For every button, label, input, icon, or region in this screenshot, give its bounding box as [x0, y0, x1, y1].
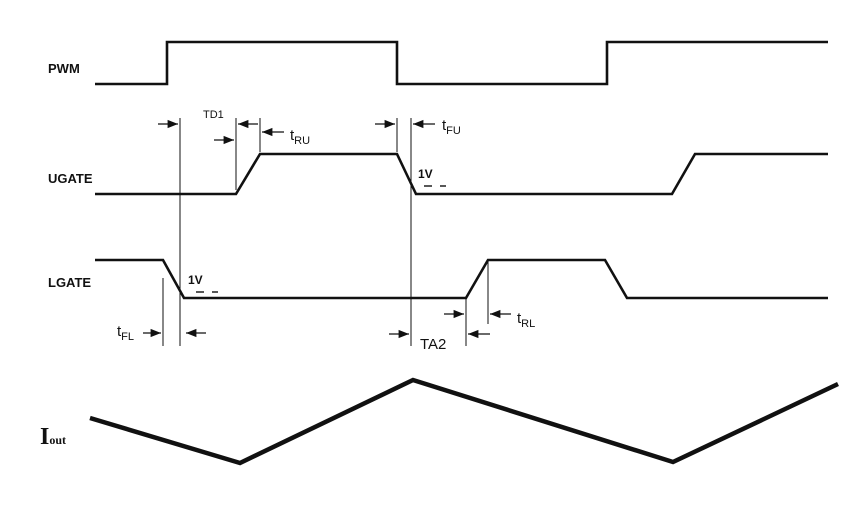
- iout-waveform: [89, 377, 839, 466]
- ugate-label: UGATE: [48, 171, 93, 186]
- tfu-label: tFU: [442, 117, 461, 137]
- ta2-label: TA2: [420, 336, 446, 353]
- pwm-waveform: [95, 40, 828, 86]
- iout-label: Iout: [40, 424, 66, 450]
- lgate-1v-label: 1V: [188, 273, 203, 287]
- tfl-label: tFL: [117, 323, 134, 343]
- ugate-waveform: [95, 152, 828, 196]
- tru-label: tRU: [290, 127, 310, 147]
- lgate-waveform: [95, 258, 828, 300]
- trl-label: tRL: [517, 310, 535, 330]
- td1-label: TD1: [203, 109, 224, 121]
- ugate-1v-label: 1V: [418, 167, 433, 181]
- pwm-label: PWM: [48, 61, 80, 76]
- lgate-label: LGATE: [48, 275, 91, 290]
